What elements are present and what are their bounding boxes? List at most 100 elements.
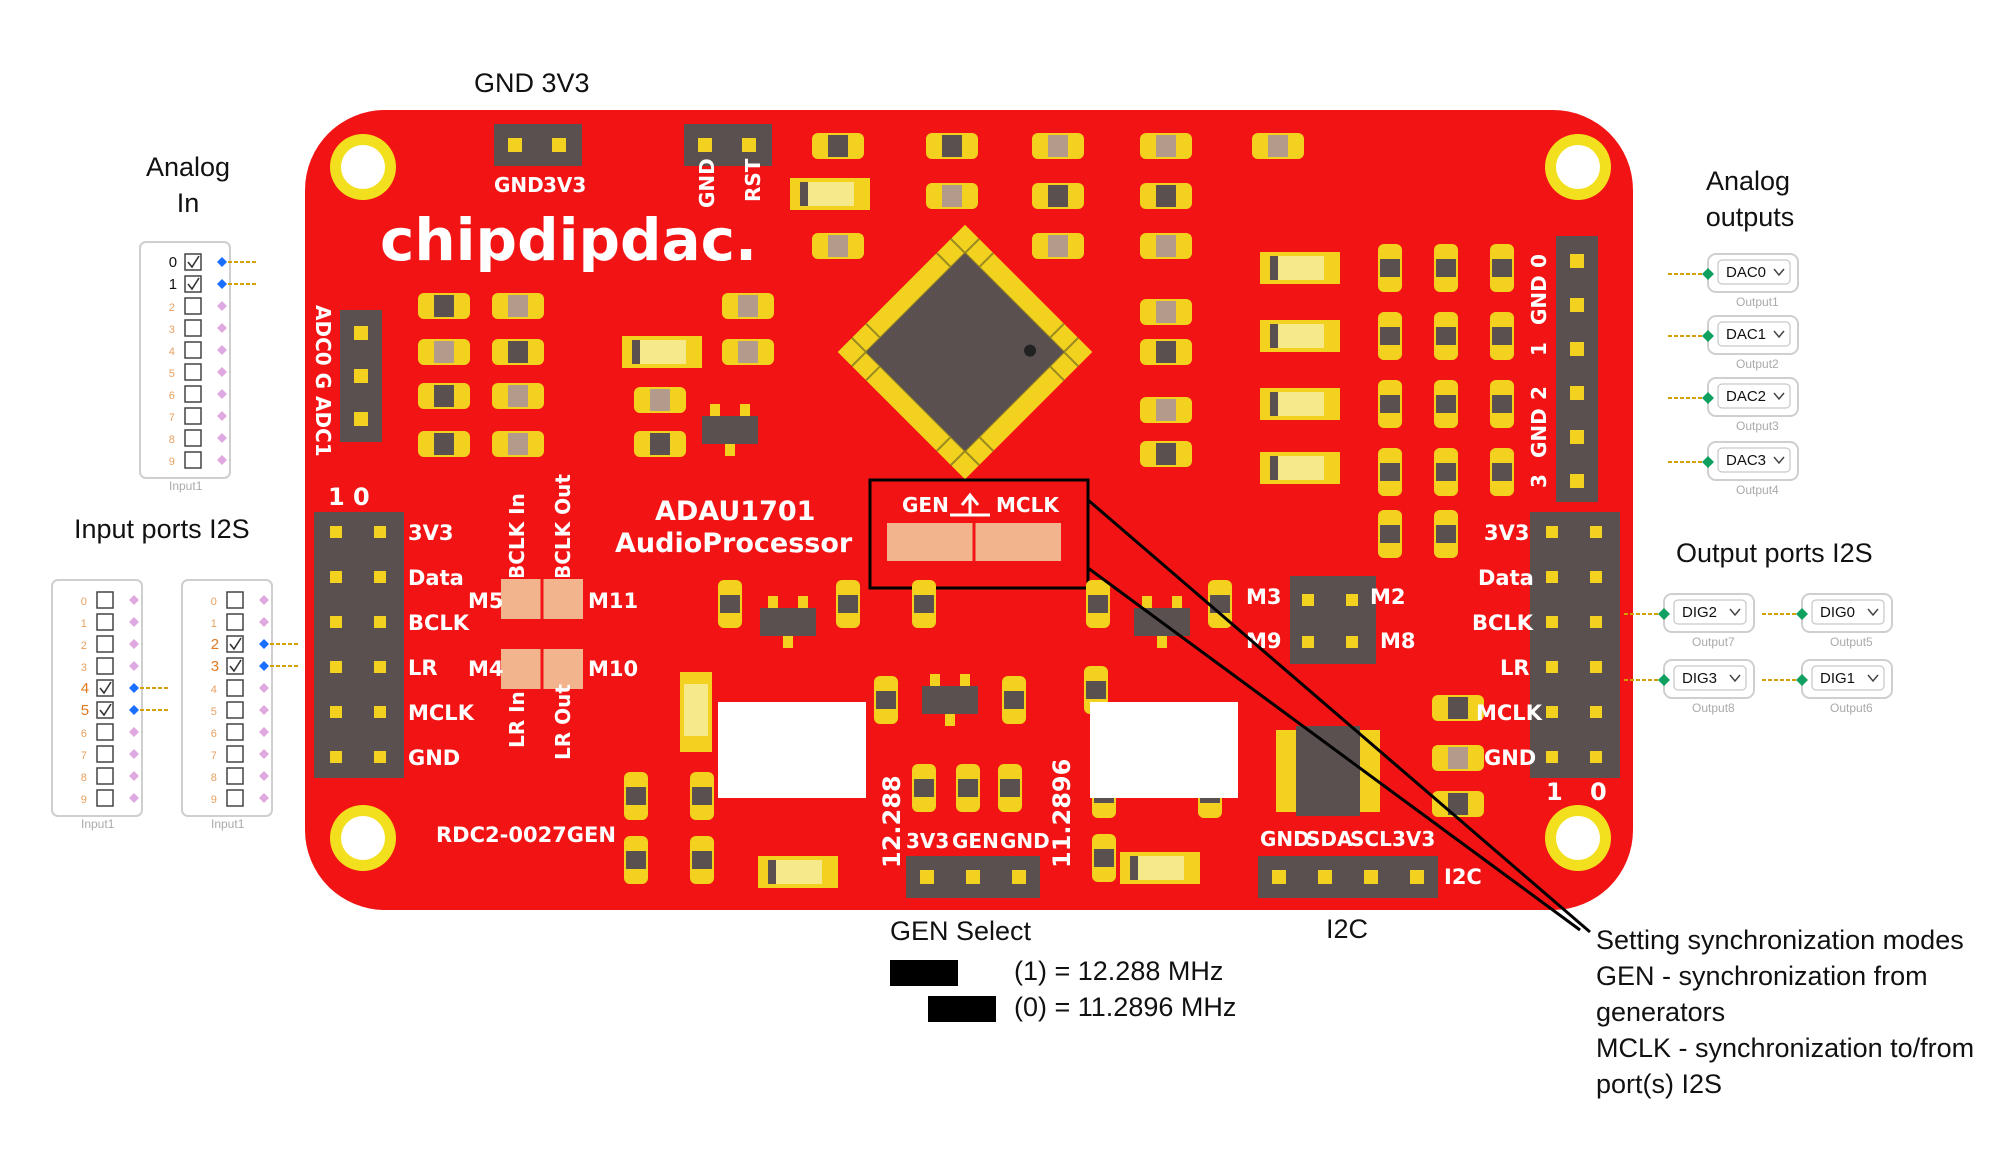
channel-checkbox[interactable] [226, 723, 244, 741]
channel-checkbox[interactable] [96, 723, 114, 741]
channel-checkbox[interactable] [184, 341, 202, 359]
port-diamond[interactable] [129, 705, 139, 715]
channel-checkbox[interactable] [226, 613, 244, 631]
port-diamond[interactable] [259, 683, 269, 693]
port-diamond[interactable] [217, 367, 227, 377]
port-diamond[interactable] [259, 595, 269, 605]
channel-checkbox[interactable] [96, 767, 114, 785]
channel-checkbox[interactable] [184, 319, 202, 337]
widget-caption: Input1 [211, 817, 245, 831]
channel-checkbox[interactable] [184, 363, 202, 381]
smd-capacitor [1490, 312, 1514, 360]
left-row-gnd: GND [408, 746, 460, 770]
channel-checkbox[interactable] [226, 701, 244, 719]
label-input-ports-i2s: Input ports I2S [74, 514, 250, 544]
chevron-down-icon [1773, 268, 1785, 277]
channel-checkbox[interactable] [226, 679, 244, 697]
channel-checkbox[interactable] [96, 635, 114, 653]
port-diamond[interactable] [217, 323, 227, 333]
port-diamond[interactable] [217, 279, 227, 289]
port-diamond[interactable] [217, 411, 227, 421]
port-diamond[interactable] [217, 389, 227, 399]
output-name: DAC3 [1726, 452, 1766, 469]
output-name: DAC0 [1726, 264, 1766, 281]
port-diamond[interactable] [129, 661, 139, 671]
widget-caption: Output7 [1692, 635, 1735, 649]
widget-caption: Output6 [1830, 701, 1873, 715]
port-diamond[interactable] [1658, 608, 1670, 620]
channel-checkbox[interactable] [184, 385, 202, 403]
adc-header-label: ADC0 G ADC1 [311, 305, 335, 457]
channel-number: 9 [211, 794, 217, 806]
channel-checkbox[interactable] [226, 789, 244, 807]
channel-number: 9 [81, 794, 87, 806]
port-diamond[interactable] [1796, 674, 1808, 686]
channel-checkbox[interactable] [96, 591, 114, 609]
tantalum-capacitor-vertical [680, 672, 712, 752]
part-number-label: RDC2-0027GEN [436, 823, 616, 847]
port-diamond[interactable] [129, 617, 139, 627]
port-diamond[interactable] [259, 661, 269, 671]
port-diamond[interactable] [259, 705, 269, 715]
port-diamond[interactable] [129, 793, 139, 803]
port-diamond[interactable] [259, 639, 269, 649]
widget-caption: Input1 [169, 479, 203, 493]
channel-checkbox[interactable] [184, 451, 202, 469]
channel-checkbox[interactable] [226, 591, 244, 609]
port-diamond[interactable] [259, 749, 269, 759]
port-diamond[interactable] [217, 257, 227, 267]
port-diamond[interactable] [1702, 330, 1714, 342]
port-diamond[interactable] [129, 683, 139, 693]
port-diamond[interactable] [1796, 608, 1808, 620]
channel-checkbox[interactable] [184, 407, 202, 425]
port-diamond[interactable] [129, 639, 139, 649]
dac-header [1556, 236, 1598, 502]
m3-label: M3 [1246, 585, 1282, 609]
output-name: DIG1 [1820, 670, 1855, 687]
port-diamond[interactable] [217, 345, 227, 355]
header-gnd2-label: GND [695, 158, 719, 208]
channel-checkbox[interactable] [226, 745, 244, 763]
port-diamond[interactable] [129, 771, 139, 781]
smd-resistor [634, 387, 686, 413]
port-diamond[interactable] [1702, 392, 1714, 404]
channel-checkbox[interactable] [184, 297, 202, 315]
right-row-lr: LR [1500, 656, 1530, 680]
widget-caption: Output3 [1736, 419, 1779, 433]
smd-resistor [418, 383, 470, 409]
channel-checkbox[interactable] [96, 657, 114, 675]
port-diamond[interactable] [259, 793, 269, 803]
port-diamond[interactable] [129, 749, 139, 759]
dac-pin-0: 0 [1527, 254, 1551, 268]
port-diamond[interactable] [1702, 268, 1714, 280]
port-diamond[interactable] [217, 455, 227, 465]
channel-checkbox[interactable] [96, 789, 114, 807]
port-diamond[interactable] [1658, 674, 1670, 686]
port-diamond[interactable] [1702, 456, 1714, 468]
port-diamond[interactable] [217, 433, 227, 443]
port-diamond[interactable] [217, 301, 227, 311]
port-diamond[interactable] [259, 727, 269, 737]
channel-checkbox[interactable] [96, 745, 114, 763]
port-diamond[interactable] [129, 595, 139, 605]
port-diamond[interactable] [259, 617, 269, 627]
channel-checkbox[interactable] [226, 767, 244, 785]
port-diamond[interactable] [259, 771, 269, 781]
port-diamond[interactable] [129, 727, 139, 737]
channel-checkbox[interactable] [96, 613, 114, 631]
lr-out-label: LR Out [551, 684, 575, 760]
channel-checkbox[interactable] [184, 429, 202, 447]
bclk-in-label: BCLK In [505, 493, 529, 580]
i2c-header [1258, 856, 1438, 898]
gen-pin-3v3: 3V3 [906, 829, 949, 853]
annotation-line-3: generators [1596, 997, 1726, 1027]
